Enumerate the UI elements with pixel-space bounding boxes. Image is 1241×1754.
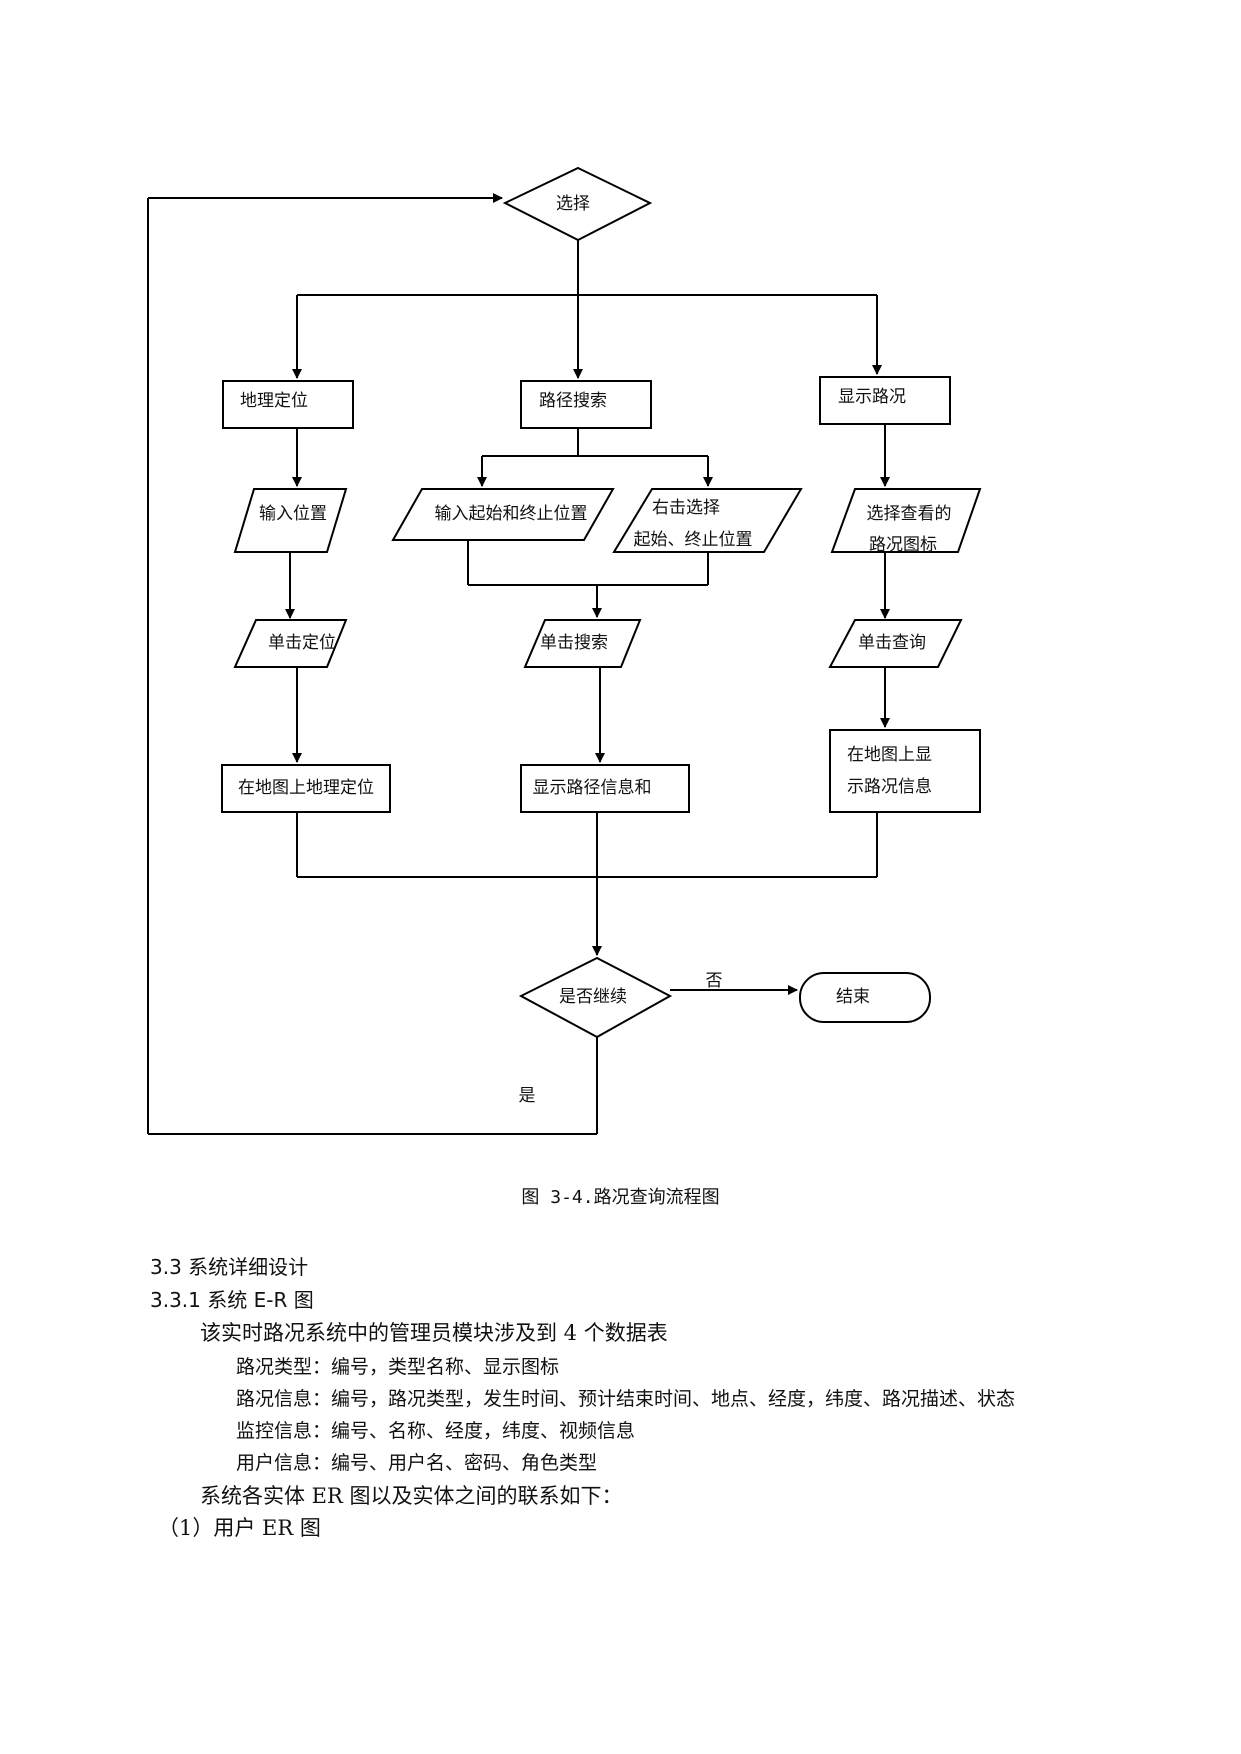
- click-search-label: 单击搜索: [540, 633, 608, 653]
- input-start-end-label: 输入起始和终止位置: [435, 504, 588, 524]
- right-click-label-2: 起始、终止位置: [634, 530, 753, 550]
- click-search-para: [523, 619, 642, 668]
- show-route-info-box: [520, 764, 690, 813]
- right-click-label-1: 右击选择: [652, 498, 720, 518]
- locate-on-map-box: [221, 764, 391, 813]
- section-heading-3-3: 3.3 系统详细设计: [150, 1255, 309, 1279]
- no-label: 否: [706, 971, 723, 991]
- route-query-flowchart: 选择 地理定位 路径搜索 显示路况 输入位置 输入起始和终止位置 右击选择 起始…: [147, 166, 982, 1135]
- select-icon-label-2: 路况图标: [869, 535, 937, 555]
- er-intro-paragraph: 系统各实体 ER 图以及实体之间的联系如下：: [200, 1484, 623, 1508]
- show-on-map-box: [829, 729, 981, 813]
- show-route-info-label: 显示路径信息和: [533, 778, 652, 798]
- table-item-monitor-info: 监控信息：编号、名称、经度，纬度、视频信息: [236, 1420, 636, 1442]
- show-on-map-label-1: 在地图上显: [847, 745, 932, 765]
- select-traffic-icon-para: [830, 488, 982, 553]
- select-label: 选择: [556, 194, 590, 214]
- click-locate-para: [233, 619, 348, 668]
- locate-on-map-label: 在地图上地理定位: [238, 778, 374, 798]
- route-search-label: 路径搜索: [539, 391, 607, 411]
- continue-label: 是否继续: [559, 987, 627, 1007]
- show-traffic-box: [819, 376, 951, 425]
- table-item-traffic-type: 路况类型：编号，类型名称、显示图标: [236, 1356, 560, 1378]
- select-icon-label-1: 选择查看的: [867, 504, 952, 524]
- click-locate-label: 单击定位: [268, 633, 336, 653]
- intro-paragraph: 该实时路况系统中的管理员模块涉及到 4 个数据表: [200, 1321, 668, 1345]
- right-click-select-para: [612, 488, 803, 553]
- user-er-heading: （1）用户 ER 图: [158, 1516, 321, 1540]
- show-traffic-label: 显示路况: [838, 387, 906, 407]
- section-heading-3-3-1: 3.3.1 系统 E-R 图: [150, 1288, 314, 1312]
- input-position-label: 输入位置: [259, 504, 327, 524]
- geo-locate-box: [222, 380, 354, 429]
- table-item-traffic-info: 路况信息：编号，路况类型，发生时间、预计结束时间、地点、经度，纬度、路况描述、状…: [236, 1388, 1016, 1410]
- geo-locate-label: 地理定位: [240, 391, 308, 411]
- show-on-map-label-2: 示路况信息: [847, 777, 932, 797]
- input-position-para: [233, 488, 348, 553]
- table-item-user-info: 用户信息：编号、用户名、密码、角色类型: [236, 1452, 598, 1474]
- route-search-box: [520, 380, 652, 429]
- click-query-para: [828, 619, 963, 668]
- click-query-label: 单击查询: [858, 633, 926, 653]
- yes-label: 是: [519, 1086, 536, 1106]
- end-label: 结束: [836, 987, 870, 1007]
- end-terminal: [799, 972, 931, 1023]
- figure-caption: 图 3-4.路况查询流程图: [521, 1187, 720, 1208]
- input-start-end-para: [391, 488, 615, 541]
